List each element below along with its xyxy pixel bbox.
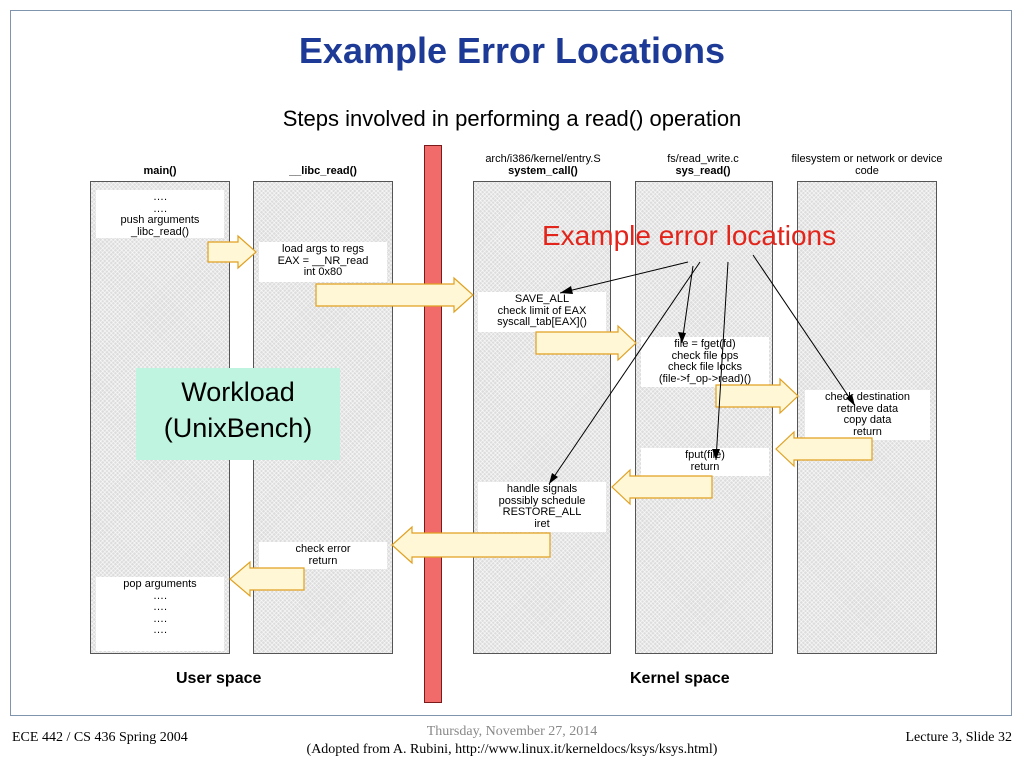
error-locations-label: Example error locations [542, 220, 837, 251]
kernel-space-label: Kernel space [630, 670, 730, 687]
error-pointer-head [549, 473, 558, 484]
user-space-label: User space [176, 670, 262, 687]
sysread-start-box: file = fget(fd) check file ops check fil… [641, 337, 769, 387]
error-pointer-line [548, 261, 701, 485]
box-line: …. [152, 202, 168, 215]
box-line: SAVE_ALL [514, 293, 570, 305]
box-line: return [853, 425, 882, 438]
flow-arrow [535, 324, 637, 362]
syscall-entry-box: SAVE_ALL check limit of EAX syscall_tab[… [478, 292, 606, 332]
error-pointer-head [678, 332, 686, 343]
flow-arrow [207, 234, 257, 270]
column-path-system-call: arch/i386/kernel/entry.S [485, 153, 601, 165]
box-line: int 0x80 [303, 266, 343, 278]
box-line: …. [152, 191, 168, 203]
error-pointer-line [715, 261, 729, 461]
error-pointer-head [560, 286, 573, 294]
libc-load-box: load args to regs EAX = __NR_read int 0x… [259, 242, 387, 282]
box-line: iret [534, 517, 550, 530]
box-line: _libc_read() [130, 225, 190, 238]
workload-line-2: (UnixBench) [163, 413, 313, 443]
column-header-fs-code: filesystem or network or device code [786, 153, 948, 177]
flow-arrow [611, 468, 713, 506]
box-line: check file locks [668, 361, 742, 373]
error-pointer-line [752, 254, 856, 407]
error-pointer-line [559, 261, 689, 294]
box-line: load args to regs [282, 243, 364, 255]
box-line: possibly schedule [498, 494, 586, 507]
box-line: file = fget(fd) [674, 338, 736, 350]
main-start-box: …. …. push arguments _libc_read() [96, 190, 224, 238]
lane-sys-read [635, 181, 773, 654]
slide-title: Example Error Locations [298, 30, 726, 71]
box-line: …. [152, 601, 168, 613]
box-line: EAX = __NR_read [277, 254, 369, 267]
box-line: check error [295, 543, 351, 555]
box-line: push arguments [120, 214, 200, 226]
box-line: RESTORE_ALL [502, 506, 582, 518]
flow-arrow [315, 276, 474, 314]
box-line: …. [152, 589, 168, 602]
box-line: retrieve data [836, 402, 899, 415]
box-line: return [690, 460, 720, 473]
box-line: (file->f_op->read)() [658, 372, 752, 385]
footer-slide-number: Lecture 3, Slide 32 [905, 730, 1012, 745]
error-pointer-head [846, 394, 855, 406]
box-line: fput(file) [685, 449, 725, 461]
flow-arrow [775, 430, 873, 468]
column-header-main: main() [90, 165, 230, 177]
footer-date: Thursday, November 27, 2014 [426, 724, 598, 739]
flow-arrow [715, 377, 799, 415]
fs-code-box: check destination retrieve data copy dat… [805, 390, 930, 440]
column-header-system-call: arch/i386/kernel/entry.S system_call() [458, 153, 628, 177]
column-func-system-call: system_call() [508, 165, 578, 177]
footer-course: ECE 442 / CS 436 Spring 2004 [12, 730, 188, 745]
box-line: check destination [825, 391, 910, 403]
syscall-exit-box: handle signals possibly schedule RESTORE… [478, 482, 606, 532]
footer-credit: (Adopted from A. Rubini, http://www.linu… [306, 742, 718, 757]
libc-check-box: check error return [259, 542, 387, 569]
box-line: syscall_tab[EAX]() [497, 316, 587, 328]
flow-arrow [391, 525, 551, 565]
column-header-libc-read: __libc_read() [253, 165, 393, 177]
main-end-box: pop arguments …. …. …. …. [96, 577, 224, 651]
box-line: pop arguments [123, 578, 197, 590]
workload-line-1: Workload [181, 377, 295, 407]
flow-arrow [229, 560, 305, 598]
column-path-fs-code: filesystem or network or device code [791, 153, 943, 177]
box-line: …. [152, 612, 168, 625]
slide-subtitle: Steps involved in performing a read() op… [282, 106, 742, 131]
error-pointer-head [712, 449, 720, 460]
column-func-sys-read: sys_read() [675, 165, 731, 177]
box-line: check limit of EAX [497, 304, 587, 317]
workload-box: Workload (UnixBench) [136, 368, 340, 460]
lane-system-call [473, 181, 611, 654]
box-line: return [308, 554, 338, 567]
box-line: …. [152, 624, 168, 636]
box-line: check file ops [671, 349, 739, 362]
column-func-main: main() [143, 165, 177, 177]
column-func-libc-read: __libc_read() [289, 165, 357, 177]
column-header-sys-read: fs/read_write.c sys_read() [628, 153, 778, 177]
sysread-end-box: fput(file) return [641, 448, 769, 476]
error-pointer-line [681, 265, 694, 344]
column-path-sys-read: fs/read_write.c [667, 153, 739, 165]
box-line: copy data [843, 414, 892, 426]
slide-frame [10, 10, 1012, 716]
box-line: handle signals [506, 483, 578, 495]
